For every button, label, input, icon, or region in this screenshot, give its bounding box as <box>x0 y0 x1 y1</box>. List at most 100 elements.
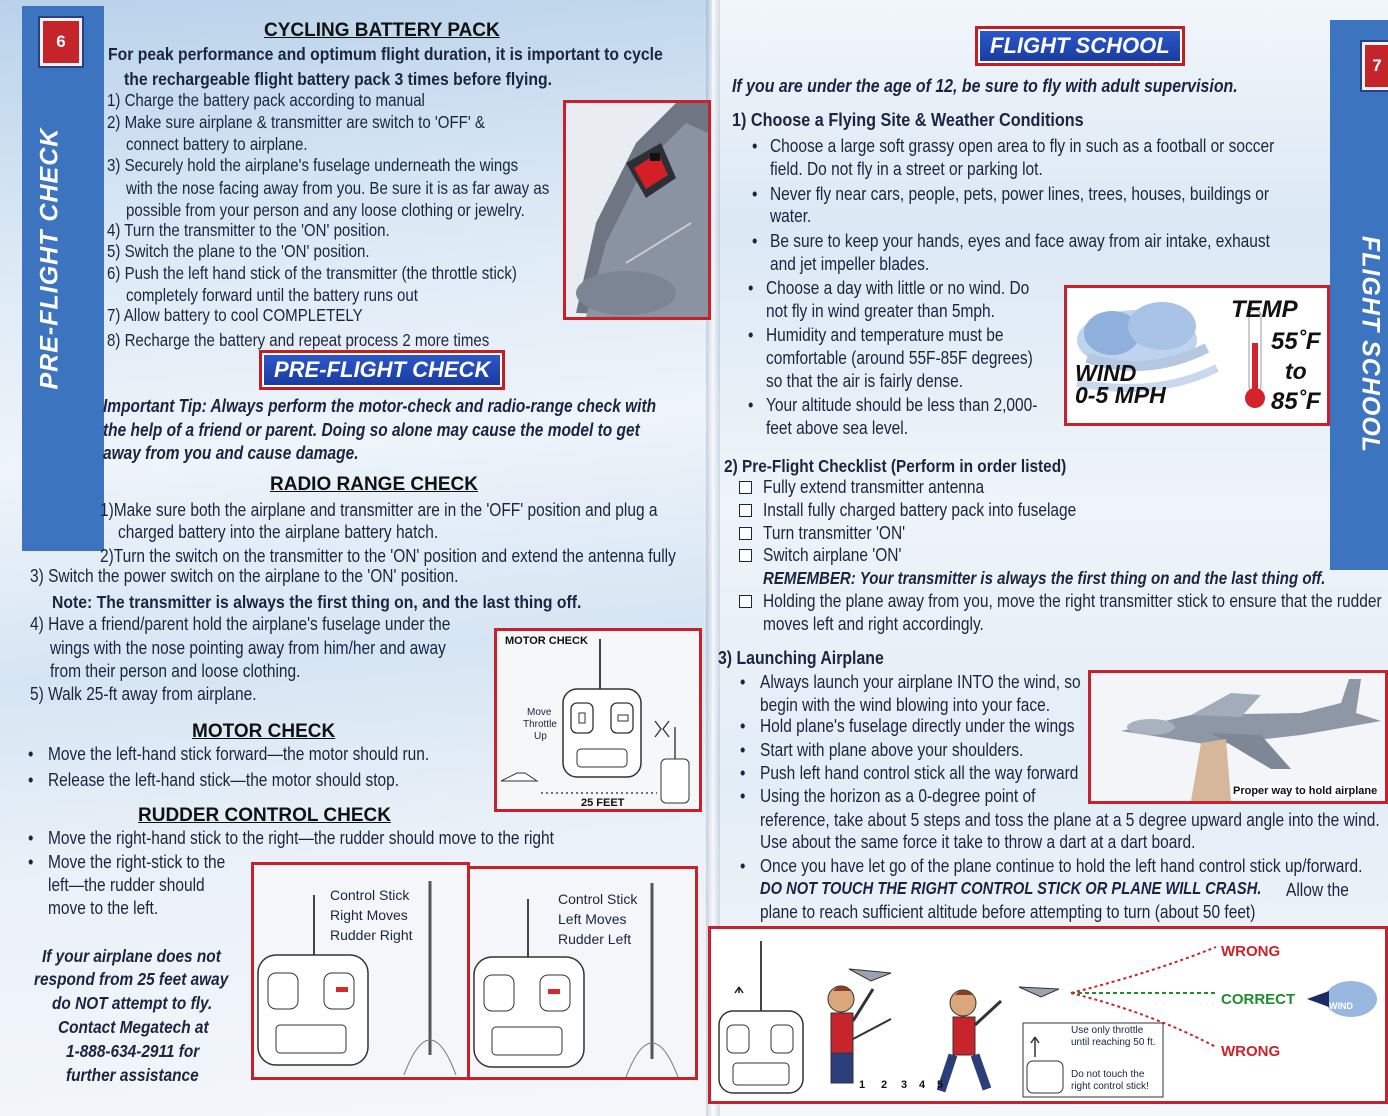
rudder-bullet-dot: • <box>28 828 34 848</box>
cycling-step: 1) Charge the battery pack according to … <box>107 90 425 110</box>
launch-line: plane to reach sufficient altitude befor… <box>760 902 1256 922</box>
panel-line: Rudder Right <box>330 927 413 943</box>
launch-line: reference, take about 5 steps and toss t… <box>760 810 1380 830</box>
wind-tag: WIND <box>1329 1001 1353 1011</box>
panel-line: Left Moves <box>558 911 627 927</box>
wind-label: WIND <box>1075 360 1137 386</box>
motor-check-illustration: MOTOR CHECK Move Throttle Up 25 FEET <box>494 628 702 812</box>
battery-photo <box>563 100 711 320</box>
radio-heading: RADIO RANGE CHECK <box>270 474 478 495</box>
launch-line: Hold plane's fuselage directly under the… <box>760 716 1075 736</box>
cycling-step: 3) Securely hold the airplane's fuselage… <box>107 155 519 175</box>
checklist-item: Turn transmitter 'ON' <box>763 523 906 543</box>
temp-to: to <box>1285 358 1307 384</box>
checklist-item: Install fully charged battery pack into … <box>763 500 1077 520</box>
step-number: 3 <box>901 1079 908 1091</box>
launch-dot: • <box>740 740 746 760</box>
motor-heading: MOTOR CHECK <box>192 721 336 742</box>
warning-line: 1-888-634-2911 for <box>66 1041 200 1061</box>
rudder-bullet: left—the rudder should <box>48 875 205 895</box>
move-label: Move <box>527 707 552 718</box>
site-line: field. Do not fly in a street or parking… <box>770 159 1043 179</box>
site-dot: • <box>752 136 758 156</box>
right-page-number: 7 <box>1362 42 1388 90</box>
checklist-checkbox[interactable] <box>739 595 752 608</box>
site-line: Humidity and temperature must be <box>766 325 1004 345</box>
panel-line: Right Moves <box>330 907 408 923</box>
site-dot: • <box>752 231 758 251</box>
warning-line: do NOT attempt to fly. <box>52 993 213 1013</box>
rudder-left-drawing <box>473 883 679 1077</box>
note-line: right control stick! <box>1071 1081 1149 1092</box>
cycling-step: 7) Allow battery to cool COMPLETELY <box>107 305 363 325</box>
site-dot: • <box>752 184 758 204</box>
temp-high: 85˚F <box>1271 388 1321 415</box>
launch-line: Push left hand control stick all the way… <box>760 763 1079 783</box>
weather-box: TEMP 55˚F to 85˚F WIND 0-5 MPH <box>1064 285 1330 426</box>
rudder-heading: RUDDER CONTROL CHECK <box>138 805 391 826</box>
cycling-step: connect battery to airplane. <box>126 134 308 154</box>
cycling-step: completely forward until the battery run… <box>126 285 418 305</box>
radio-line: 4) Have a friend/parent hold the airplan… <box>30 614 451 634</box>
radio-note: Note: The transmitter is always the firs… <box>52 592 582 612</box>
tip-line: the help of a friend or parent. Doing so… <box>103 420 640 440</box>
correct-label: CORRECT <box>1221 991 1296 1008</box>
site-line: Choose a large soft grassy open area to … <box>770 136 1275 156</box>
cycling-step: possible from your person and any loose … <box>126 200 525 220</box>
site-line: comfortable (around 55F-85F degrees) <box>766 348 1033 368</box>
site-line: Be sure to keep your hands, eyes and fac… <box>770 231 1270 251</box>
left-side-title: PRE-FLIGHT CHECK <box>35 127 64 390</box>
cycling-step: with the nose facing away from you. Be s… <box>126 178 550 198</box>
launch-diagram: 1 2 3 4 5 WRONG CORRECT WIND WRONG Use o… <box>708 926 1388 1104</box>
temp-low: 55˚F <box>1271 328 1321 355</box>
checklist-checkbox[interactable] <box>739 527 752 540</box>
panel-line: Control Stick <box>330 887 410 903</box>
right-side-title: FLIGHT SCHOOL <box>1356 235 1385 454</box>
supervision-note: If you are under the age of 12, be sure … <box>732 75 1238 96</box>
cycling-intro-2: the rechargeable flight battery pack 3 t… <box>124 69 553 89</box>
site-line: so that the air is fairly dense. <box>766 371 964 391</box>
site-line: Choose a day with little or no wind. Do <box>766 278 1030 298</box>
launch-line: Once you have let go of the plane contin… <box>760 856 1363 876</box>
radio-line: 2)Turn the switch on the transmitter to … <box>100 546 676 566</box>
weather-illustration <box>1076 302 1265 408</box>
remember-note: REMEMBER: Your transmitter is always the… <box>763 568 1326 588</box>
checklist-item: Fully extend transmitter antenna <box>763 477 985 497</box>
radio-line: 1)Make sure both the airplane and transm… <box>100 500 658 520</box>
rudder-bullet-dot: • <box>28 852 34 872</box>
site-dot: • <box>748 278 754 298</box>
wrong-label: WRONG <box>1221 1043 1281 1060</box>
rudder-bullet: move to the left. <box>48 898 159 918</box>
cycling-step: 6) Push the left hand stick of the trans… <box>107 263 517 283</box>
launch-dot: • <box>740 856 746 876</box>
site-line: water. <box>770 206 812 226</box>
checklist-checkbox[interactable] <box>739 549 752 562</box>
rudder-bullet: Move the right-hand stick to the right—t… <box>48 828 554 848</box>
launch-line: Use about the same force it take to thro… <box>760 832 1196 852</box>
transmitter-drawing <box>500 639 690 804</box>
warning-line: further assistance <box>66 1065 199 1085</box>
radio-line: 5) Walk 25-ft away from airplane. <box>30 684 257 704</box>
launch-warning: DO NOT TOUCH THE RIGHT CONTROL STICK OR … <box>760 878 1262 898</box>
motor-check-title: MOTOR CHECK <box>505 635 588 647</box>
launch-line: Start with plane above your shoulders. <box>760 740 1024 760</box>
launch-diagram-drawing <box>718 941 1377 1098</box>
rudder-right-drawing <box>257 881 457 1076</box>
launch-line: Always launch your airplane INTO the win… <box>760 672 1081 692</box>
up-label: Up <box>534 731 547 742</box>
left-page-number: 6 <box>40 18 82 66</box>
tip-line: Important Tip: Always perform the motor-… <box>103 396 657 416</box>
cycling-heading: CYCLING BATTERY PACK <box>264 20 500 41</box>
cycling-intro-1: For peak performance and optimum flight … <box>108 44 663 64</box>
launch-dot: • <box>740 716 746 736</box>
checklist-checkbox[interactable] <box>739 481 752 494</box>
rudder-bullet: Move the right-stick to the <box>48 852 226 872</box>
cycling-step: 2) Make sure airplane & transmitter are … <box>107 112 485 132</box>
motor-bullet-dot: • <box>28 744 34 764</box>
preflight-banner: PRE-FLIGHT CHECK <box>262 353 503 387</box>
rudder-left-panel: Control Stick Left Moves Rudder Left <box>467 866 698 1080</box>
step-number: 5 <box>937 1079 944 1091</box>
checklist-checkbox[interactable] <box>739 504 752 517</box>
step-number: 1 <box>859 1079 866 1091</box>
launch-dot: • <box>740 763 746 783</box>
